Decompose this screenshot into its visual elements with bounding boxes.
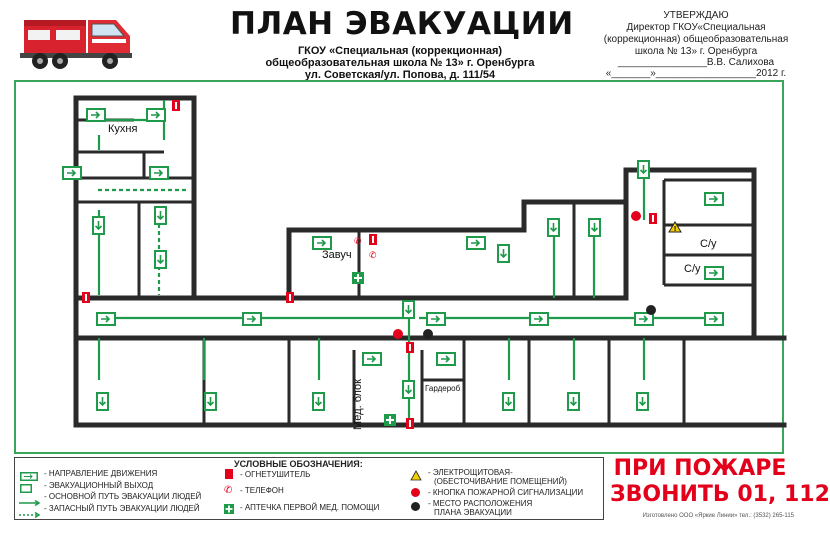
fire-notice-line-1: ПРИ ПОЖАРЕ (613, 456, 787, 481)
legend-plan-location-label-1: - МЕСТО РАСПОЛОЖЕНИЯ (428, 499, 533, 508)
legend-spare-route-label: - ЗАПАСНЫЙ ПУТЬ ЭВАКУАЦИИ ЛЮДЕЙ (44, 504, 200, 513)
room-kitchen-label: Кухня (108, 123, 138, 135)
legend-direction-icon (20, 468, 38, 481)
approval-line-3: (коррекционная) общеобразовательная (603, 34, 789, 45)
legend-alarm-button-label: - КНОПКА ПОЖАРНОЙ СИГНАЛИЗАЦИИ (428, 488, 584, 497)
legend-extinguisher-label: - ОГНЕТУШИТЕЛЬ (240, 470, 311, 479)
floor-plan: ✆ ✆ ! (14, 80, 787, 454)
approval-line-1: УТВЕРЖДАЮ (663, 10, 729, 21)
legend-alarm-button-icon (411, 488, 420, 497)
svg-text:✆: ✆ (354, 237, 362, 247)
legend-exit-label: - ЭВАКУАЦИОННЫЙ ВЫХОД (44, 481, 154, 490)
legend-plan-location-label-2: ПЛАНА ЭВАКУАЦИИ (434, 508, 512, 517)
room-wardrobe-label: Гардероб (425, 384, 461, 393)
legend-electrical-label-2: (ОБЕСТОЧИВАНИЕ ПОМЕЩЕНИЙ) (434, 477, 567, 486)
room-su-2-label: С/у (684, 263, 701, 275)
fire-notice-line-2: ЗВОНИТЬ 01, 112 (610, 482, 830, 507)
legend-plan-location-icon (411, 502, 420, 511)
legend-spare-route-icon (18, 505, 42, 519)
legend-main-route-label: - ОСНОВНОЙ ПУТЬ ЭВАКУАЦИИ ЛЮДЕЙ (44, 492, 202, 501)
legend-phone-icon: ✆ (224, 485, 233, 496)
legend-electrical-icon (410, 468, 422, 481)
approval-line-6: «_______»__________________2012 г. (605, 68, 787, 79)
svg-text:!: ! (674, 225, 677, 233)
legend-extinguisher-icon (225, 469, 233, 479)
svg-text:✆: ✆ (369, 251, 377, 261)
legend-direction-label: - НАПРАВЛЕНИЕ ДВИЖЕНИЯ (44, 469, 158, 478)
page-title: ПЛАН ЭВАКУАЦИИ (230, 6, 574, 42)
room-su-1-label: С/у (700, 238, 717, 250)
subtitle-line-1: ГКОУ «Специальная (коррекционная) (297, 45, 503, 57)
subtitle-line-3: ул. Советская/ул. Попова, д. 111/54 (304, 69, 496, 81)
room-head-teacher-label: Завуч (322, 249, 352, 261)
legend-title: УСЛОВНЫЕ ОБОЗНАЧЕНИЯ: (234, 459, 363, 469)
approval-line-2: Директор ГКОУ«Специальная (626, 22, 766, 33)
legend-electrical-label-1: - ЭЛЕКТРОЩИТОВАЯ- (428, 468, 513, 477)
legend-main-route-icon (18, 493, 42, 507)
legend-box (14, 457, 604, 520)
plan-frame (14, 80, 784, 454)
approval-line-5: ________________В.В. Салихова (617, 57, 775, 68)
maker-credit: Изготовлено ООО «Яркие Линии» тел.: (353… (642, 513, 794, 519)
subtitle-line-2: общеобразовательная школа № 13» г. Оренб… (265, 57, 535, 69)
room-medical-label: Мед. блок (352, 379, 364, 430)
approval-line-4: школа № 13» г. Оренбурга (634, 46, 758, 57)
legend-first-aid-icon (224, 501, 234, 514)
fire-truck-image (18, 10, 134, 72)
legend-exit-icon (20, 480, 32, 493)
legend-phone-label: - ТЕЛЕФОН (240, 486, 284, 495)
legend-first-aid-label: - АПТЕЧКА ПЕРВОЙ МЕД. ПОМОЩИ (240, 503, 380, 512)
